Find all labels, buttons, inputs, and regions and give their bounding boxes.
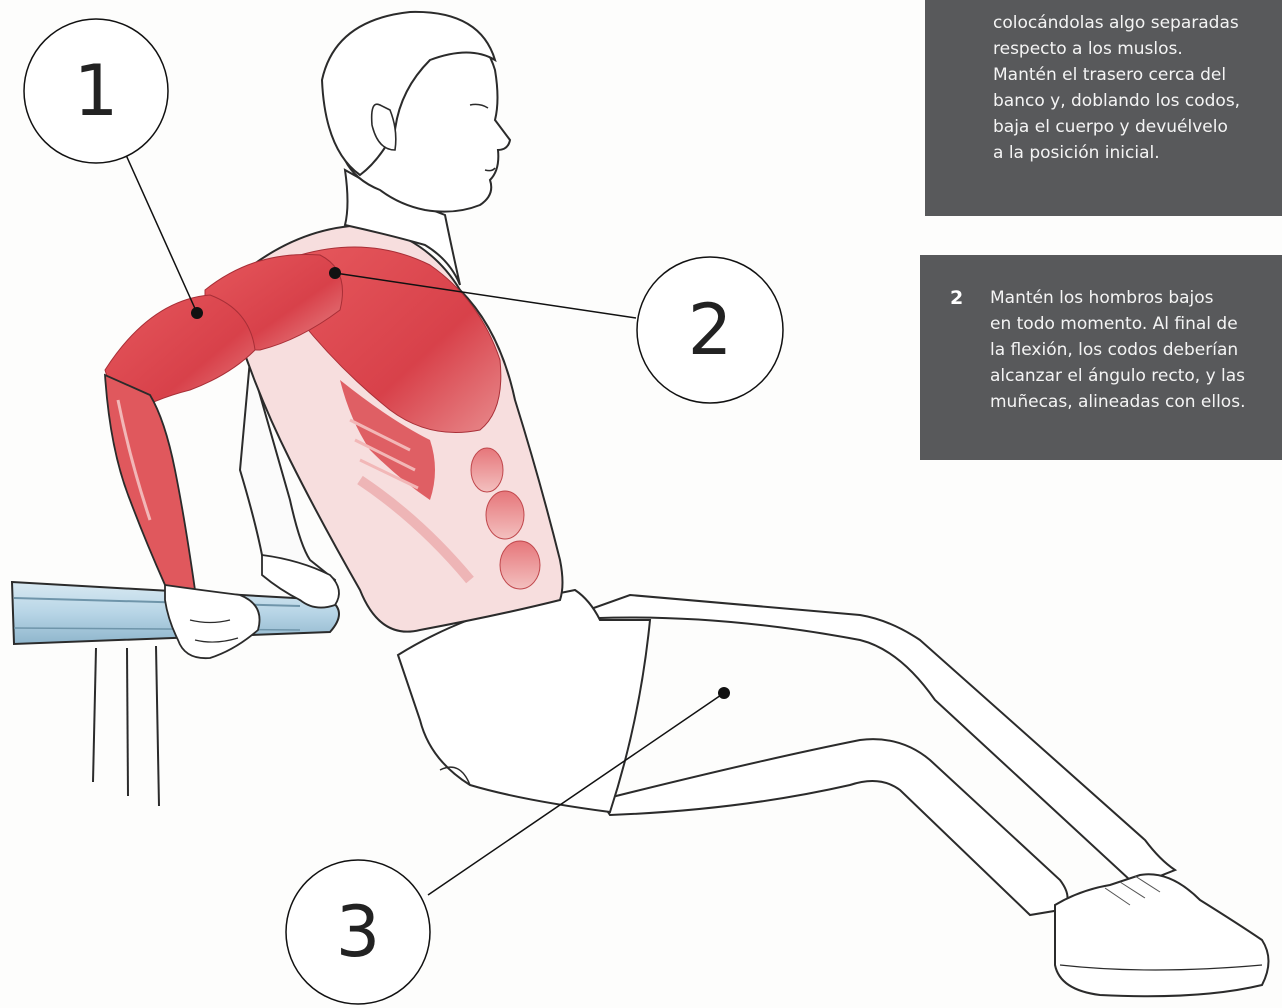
callout-1-label: 1 xyxy=(74,50,119,132)
callout-3: 3 xyxy=(286,860,430,1004)
bench-leg xyxy=(156,646,159,806)
instruction-box-2-line: la flexión, los codos deberían xyxy=(990,337,1270,363)
callout-2: 2 xyxy=(637,257,783,403)
instruction-box-2-line: alcanzar el ángulo recto, y las xyxy=(990,363,1270,389)
shoe xyxy=(1055,874,1269,996)
legs xyxy=(398,590,1269,996)
instruction-box-1-line: a la posición inicial. xyxy=(993,140,1264,166)
instruction-box-2-line: en todo momento. Al final de xyxy=(990,311,1270,337)
callout-dot-2 xyxy=(329,267,341,279)
instruction-box-1-line: banco y, doblando los codos, xyxy=(993,88,1264,114)
instruction-box-1-line: Mantén el trasero cerca del xyxy=(993,62,1264,88)
bench-leg xyxy=(93,648,96,782)
callout-dot-1 xyxy=(191,307,203,319)
instruction-box-2-line: muñecas, alineadas con ellos. xyxy=(990,389,1270,415)
callout-1: 1 xyxy=(24,19,168,163)
bench-leg xyxy=(127,648,128,796)
leader-line-1 xyxy=(126,155,197,313)
callout-2-label: 2 xyxy=(688,289,733,371)
instruction-box-1-line: respecto a los muslos. xyxy=(993,36,1264,62)
callout-dot-3 xyxy=(718,687,730,699)
step-number: 2 xyxy=(950,285,963,311)
instruction-box-1-line: baja el cuerpo y devuélvelo xyxy=(993,114,1264,140)
instruction-box-2: 2 Mantén los hombros bajos en todo momen… xyxy=(920,255,1282,460)
instruction-box-1-line: colocándolas algo separadas xyxy=(993,10,1264,36)
callout-3-label: 3 xyxy=(336,891,381,973)
instruction-box-2-line: Mantén los hombros bajos xyxy=(990,285,1270,311)
instruction-box-1: colocándolas algo separadas respecto a l… xyxy=(925,0,1282,216)
leg-lower xyxy=(600,739,1068,915)
